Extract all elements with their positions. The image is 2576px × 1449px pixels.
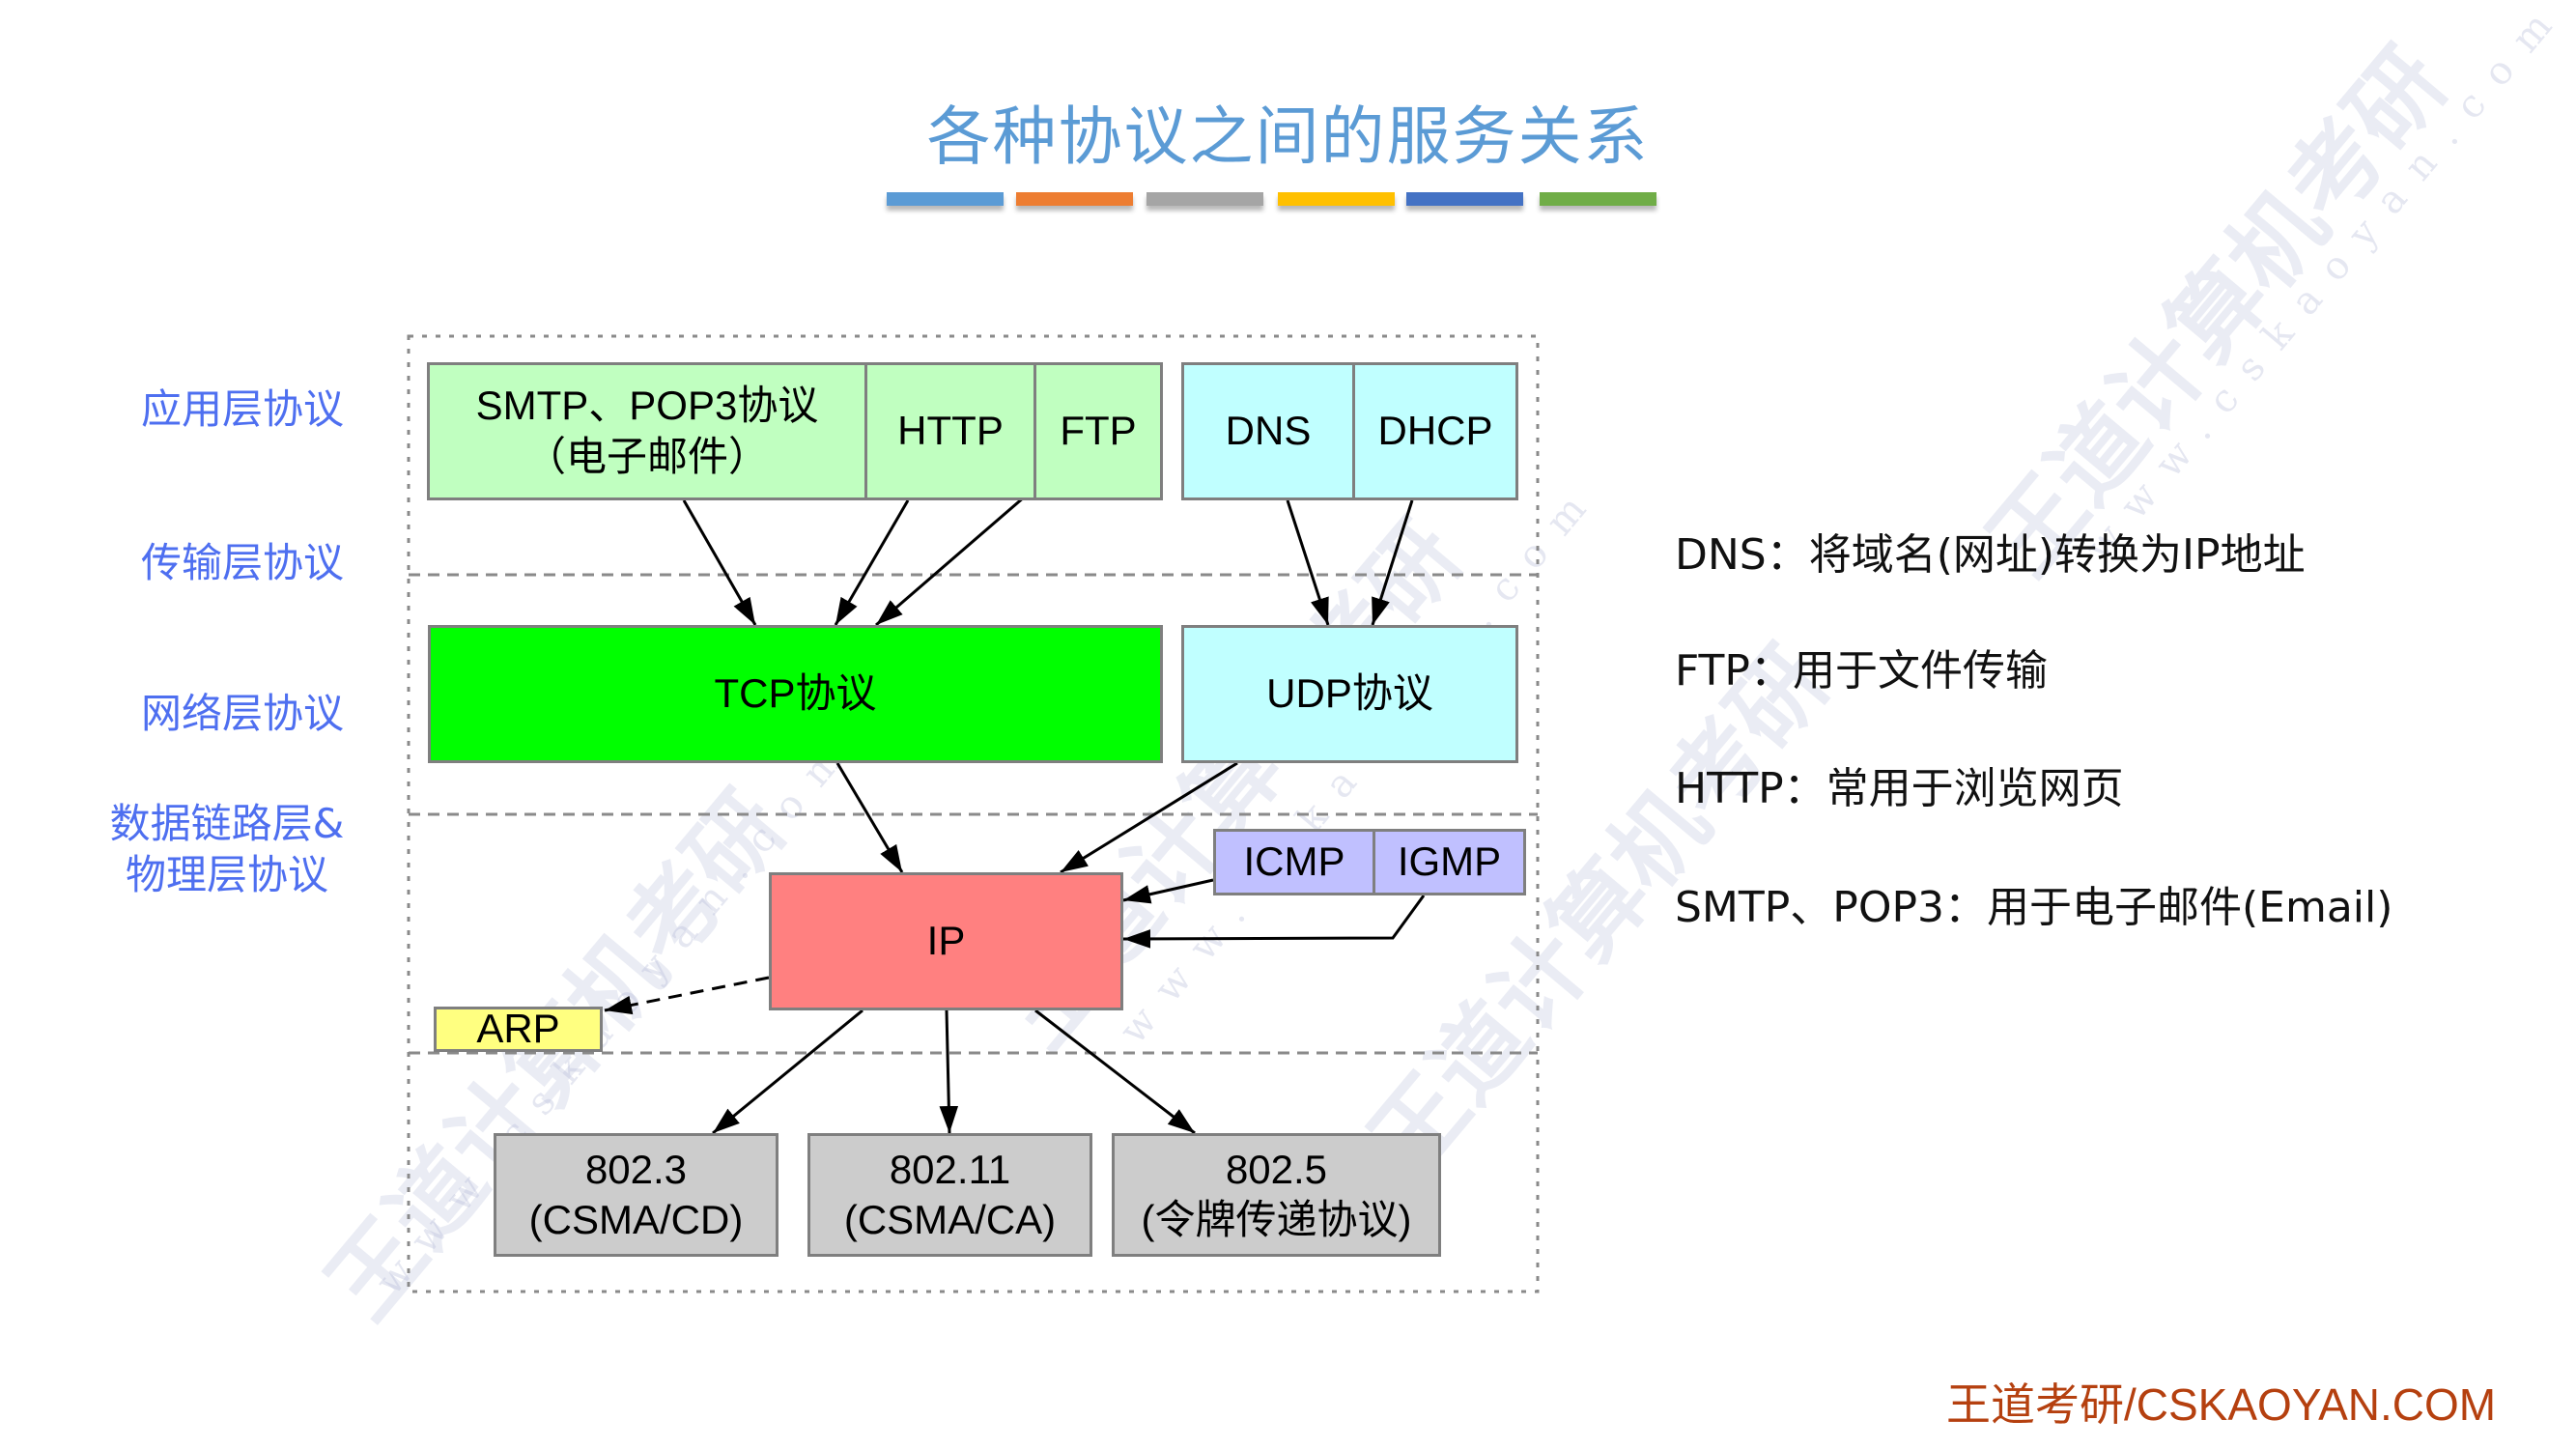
footer-brand: 王道考研/CSKAOYAN.COM — [1946, 1379, 2497, 1430]
node-tcp: TCP协议 — [428, 625, 1163, 763]
layer-label-link-line2: 物理层协议 — [125, 850, 328, 898]
page-title: 各种协议之间的服务关系 — [926, 99, 1650, 174]
node-80211-sublabel: (CSMA/CA) — [843, 1197, 1057, 1242]
color-bar — [1278, 192, 1395, 206]
node-8023-label: 802.3 — [584, 1146, 688, 1192]
node-8023-sublabel: (CSMA/CD) — [528, 1197, 744, 1242]
node-http-label: HTTP — [897, 408, 1004, 454]
node-8025: 802.5 (令牌传递协议) — [1112, 1133, 1441, 1257]
arrow-http-to-tcp — [834, 499, 910, 626]
arrow-udp-to-ip — [1060, 761, 1238, 874]
node-dhcp: DHCP — [1352, 365, 1515, 497]
color-bar — [887, 192, 1004, 206]
color-bar — [1540, 192, 1656, 206]
arrow-dns-to-udp — [1286, 499, 1330, 626]
node-igmp: IGMP — [1373, 832, 1523, 893]
note-dns: DNS：将域名(网址)转换为IP地址 — [1675, 530, 2306, 580]
node-smtp-pop3-sublabel: （电子邮件） — [524, 433, 769, 479]
node-udp: UDP协议 — [1181, 625, 1518, 763]
node-smtp-pop3: SMTP、POP3协议 （电子邮件） — [430, 365, 864, 497]
node-dhcp-label: DHCP — [1377, 408, 1493, 454]
arrow-ip-to-arp — [604, 976, 770, 1015]
layer-label-transport: 传输层协议 — [140, 539, 344, 586]
node-8023: 802.3 (CSMA/CD) — [494, 1133, 778, 1257]
node-ip-label: IP — [926, 918, 966, 964]
node-igmp-label: IGMP — [1397, 838, 1502, 885]
node-dns: DNS — [1184, 365, 1352, 497]
color-bar — [1016, 192, 1133, 206]
node-8025-sublabel: (令牌传递协议) — [1141, 1197, 1412, 1242]
node-http: HTTP — [864, 365, 1033, 497]
node-udp-label: UDP协议 — [1266, 670, 1433, 717]
node-8025-label: 802.5 — [1225, 1146, 1328, 1192]
node-icmp: ICMP — [1216, 832, 1373, 893]
node-tcp-label: TCP协议 — [714, 670, 877, 717]
arrow-igmp-to-ip — [1122, 895, 1426, 949]
node-arp: ARP — [434, 1006, 603, 1052]
app-tcp-group: SMTP、POP3协议 （电子邮件） HTTP FTP — [427, 362, 1163, 500]
app-udp-group: DNS DHCP — [1181, 362, 1518, 500]
arrow-dhcp-to-udp — [1371, 499, 1414, 626]
layer-label-application: 应用层协议 — [140, 385, 344, 433]
layer-label-link-physical: 数据链路层& 物理层协议 — [87, 799, 367, 900]
arrow-ip-to-80211 — [939, 1009, 959, 1134]
node-icmp-label: ICMP — [1243, 838, 1345, 885]
icmp-igmp-group: ICMP IGMP — [1213, 829, 1526, 895]
node-80211: 802.11 (CSMA/CA) — [807, 1133, 1092, 1257]
node-arp-label: ARP — [476, 1006, 560, 1052]
arrow-ftp-to-tcp — [875, 489, 1033, 627]
layer-label-link-line1: 数据链路层& — [109, 800, 345, 847]
arrow-ip-to-8025 — [1034, 1009, 1196, 1135]
layer-label-network: 网络层协议 — [140, 690, 344, 737]
color-bar — [1406, 192, 1523, 206]
arrow-tcp-to-ip — [835, 762, 904, 873]
arrow-ip-to-8023 — [712, 1009, 863, 1135]
color-bar — [1146, 192, 1263, 206]
node-ftp: FTP — [1033, 365, 1160, 497]
note-ftp: FTP：用于文件传输 — [1675, 646, 2048, 696]
node-dns-label: DNS — [1225, 408, 1312, 454]
arrow-smtp-to-tcp — [682, 499, 757, 626]
arrow-icmp-to-ip — [1122, 878, 1214, 904]
note-http: HTTP：常用于浏览网页 — [1675, 764, 2124, 813]
node-ftp-label: FTP — [1060, 408, 1137, 454]
node-ip: IP — [769, 872, 1123, 1010]
node-80211-label: 802.11 — [889, 1146, 1011, 1192]
note-smtp-pop3: SMTP、POP3：用于电子邮件(Email) — [1675, 883, 2393, 932]
node-smtp-pop3-label: SMTP、POP3协议 — [475, 383, 819, 428]
